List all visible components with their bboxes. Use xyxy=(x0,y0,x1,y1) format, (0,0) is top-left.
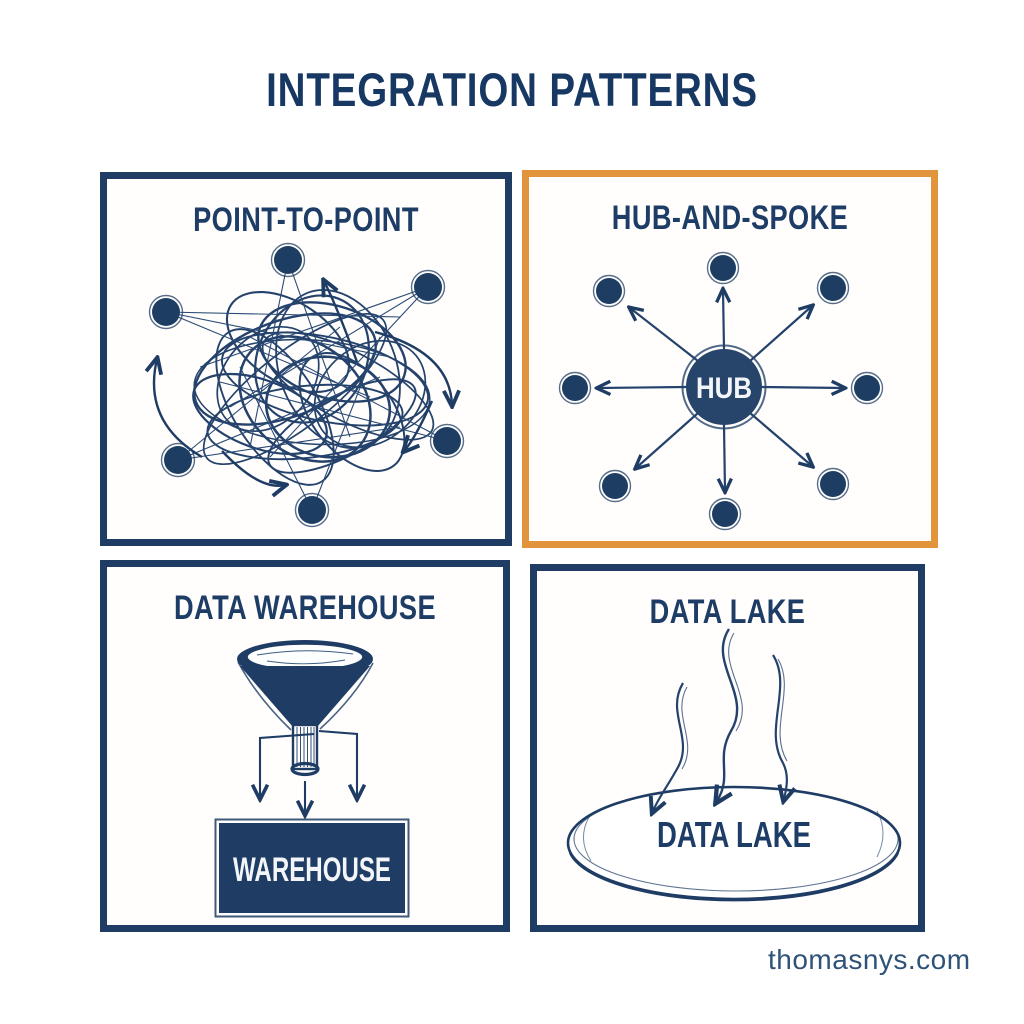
hub-circle: HUB xyxy=(681,344,767,430)
tangle-connector-lines xyxy=(165,259,448,511)
data-lake-illustration: DATA LAKE xyxy=(566,628,902,902)
warehouse-box-label: WAREHOUSE xyxy=(233,851,391,889)
spoke-node xyxy=(816,271,850,305)
quadrant-label-point-to-point: POINT-TO-POINT xyxy=(193,201,419,239)
funnel-icon xyxy=(237,640,374,777)
node xyxy=(410,269,446,305)
data-warehouse-funnel-illustration: WAREHOUSE xyxy=(214,640,410,918)
spokes xyxy=(598,290,844,491)
quadrant-data-warehouse: WAREHOUSE DATA WAREHOUSE xyxy=(100,560,510,932)
quadrant-hub-and-spoke: HUB HUB-AND-SPOKE xyxy=(522,170,938,548)
spoke-node xyxy=(850,371,884,405)
stream-squiggles xyxy=(653,628,787,811)
warehouse-box: WAREHOUSE xyxy=(214,818,410,918)
spoke-node xyxy=(558,371,592,405)
spoke-node xyxy=(708,497,742,531)
hub-label: HUB xyxy=(696,372,752,405)
hub-and-spoke-illustration: HUB xyxy=(558,251,884,531)
node xyxy=(429,423,465,459)
node xyxy=(294,492,330,528)
spoke-node xyxy=(592,274,626,308)
flow-arrows xyxy=(260,729,357,813)
spoke-nodes xyxy=(558,251,884,531)
tangle-loops xyxy=(192,289,435,486)
spoke-node xyxy=(598,469,632,503)
quadrant-label-data-lake: DATA LAKE xyxy=(649,593,806,631)
quadrant-point-to-point: POINT-TO-POINT xyxy=(100,172,512,546)
lake-label: DATA LAKE xyxy=(657,814,811,855)
node xyxy=(270,242,306,278)
quadrant-label-hub-and-spoke: HUB-AND-SPOKE xyxy=(611,199,849,237)
node xyxy=(148,294,184,330)
spoke-node xyxy=(816,467,850,501)
node xyxy=(160,442,196,478)
watermark-website: thomasnys.com xyxy=(768,944,971,975)
network-nodes xyxy=(148,242,465,528)
spoke-node xyxy=(706,251,740,285)
quadrant-data-lake: DATA LAKE DATA LAKE xyxy=(530,564,925,932)
quadrant-label-data-warehouse: DATA WAREHOUSE xyxy=(174,589,436,627)
page-title: INTEGRATION PATTERNS xyxy=(266,63,758,116)
point-to-point-tangle-illustration xyxy=(107,242,465,528)
